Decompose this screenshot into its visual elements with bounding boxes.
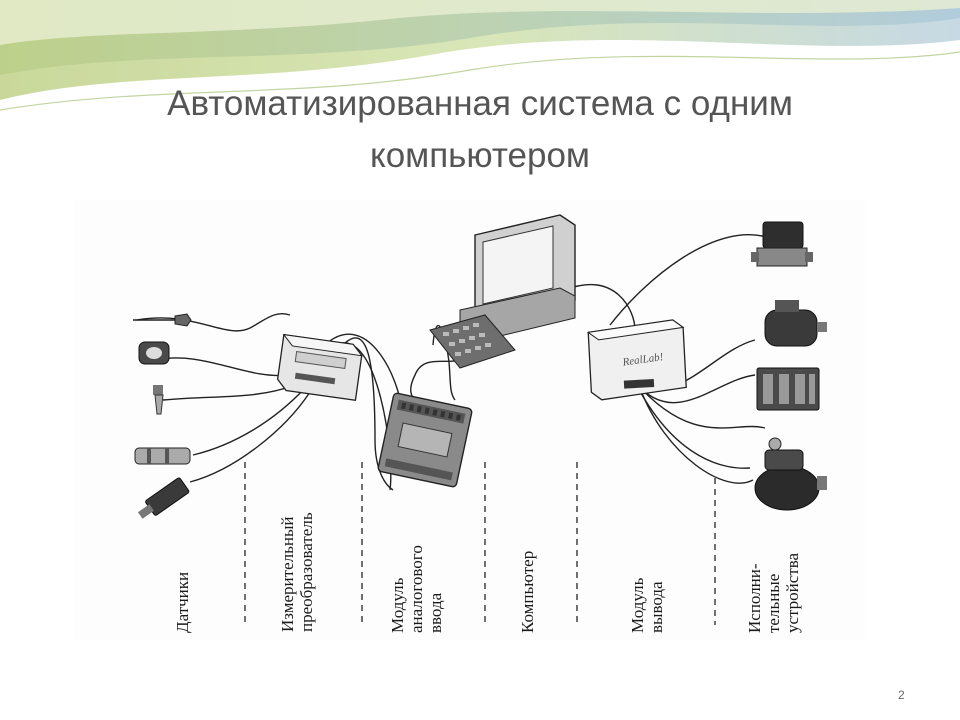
slide-title-line-2: компьютером bbox=[370, 136, 590, 175]
label-actuators: Исполни- тельные устройства bbox=[745, 552, 802, 633]
actuator-valve bbox=[751, 221, 813, 267]
slide-title: Автоматизированная система с одним компь… bbox=[80, 78, 880, 182]
label-sensors: Датчики bbox=[173, 571, 192, 633]
sensor-probe bbox=[133, 313, 192, 327]
computer bbox=[429, 214, 576, 369]
analog-input-module bbox=[377, 392, 473, 488]
sensor-ring bbox=[138, 341, 170, 365]
system-diagram-drawing: RealLab! bbox=[75, 200, 865, 640]
output-module: RealLab! bbox=[586, 319, 687, 401]
sensor-thermocouple bbox=[153, 385, 164, 415]
actuator-contactor bbox=[756, 367, 820, 411]
label-output-module: Модуль вывода bbox=[628, 577, 666, 633]
actuator-pump bbox=[754, 437, 827, 511]
actuator-motor bbox=[764, 300, 827, 347]
column-separators bbox=[244, 462, 716, 625]
header-wave-decoration bbox=[0, 0, 960, 111]
system-diagram: RealLab! bbox=[75, 200, 865, 640]
measuring-transducer bbox=[276, 333, 363, 402]
label-measuring-transducer: Измерительный преобразователь bbox=[278, 512, 316, 632]
label-analog-input-module: Модуль аналогового ввода bbox=[388, 545, 445, 633]
sensor-cylinder bbox=[134, 447, 191, 465]
slide-title-line-1: Автоматизированная система с одним bbox=[167, 84, 793, 123]
output-module-brand-text: RealLab! bbox=[621, 351, 665, 369]
sensor-block bbox=[137, 477, 190, 519]
label-computer: Компьютер bbox=[518, 550, 537, 633]
page-number: 2 bbox=[898, 688, 905, 702]
